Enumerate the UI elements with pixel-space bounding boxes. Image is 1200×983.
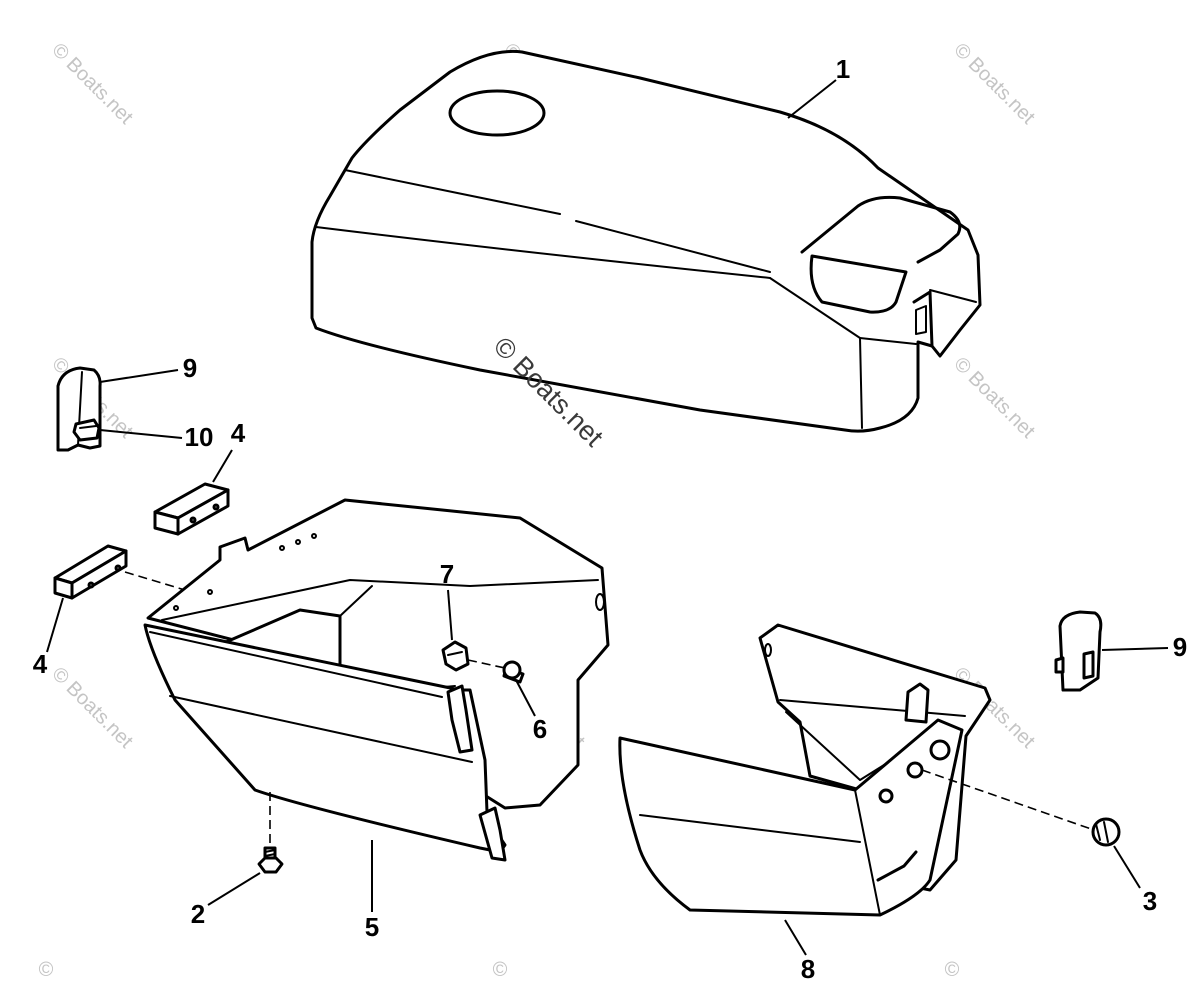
part-grommet-block-upper [153, 482, 230, 536]
callout-4-lower: 4 [33, 649, 48, 679]
part-clip [441, 640, 470, 672]
block-lower-side [70, 549, 128, 600]
part-latch-spring [72, 418, 101, 442]
block-lower-hole [114, 564, 122, 572]
watermark-partial: © [945, 959, 960, 981]
lower-left-mount-hole [295, 539, 301, 545]
lower-left-mount-hole [207, 589, 213, 595]
lower-right-front-face [618, 718, 964, 917]
top-cowl-rear-recess [800, 195, 962, 264]
part-top-cowl [310, 49, 982, 433]
callout-7: 7 [440, 559, 454, 589]
watermark: © Boats.net [949, 353, 1039, 443]
part-grommet-block-lower [53, 544, 128, 600]
top-cowl-notch [912, 290, 934, 348]
leader-line-2 [207, 872, 261, 906]
lower-left-mount-hole [279, 545, 285, 551]
callout-6: 6 [533, 714, 547, 744]
assembly-line-block [124, 571, 186, 591]
latch-right-tab [1054, 656, 1065, 674]
callout-10: 10 [185, 422, 214, 452]
top-cowl-upper-crease [575, 220, 771, 273]
part-lower-cowl-left [143, 498, 610, 862]
plug-rim [1095, 821, 1109, 843]
leader-line-8 [784, 919, 807, 956]
top-cowl-top-opening [448, 89, 546, 137]
watermark-partial: © [493, 959, 508, 981]
top-cowl-lower-edge [859, 337, 917, 345]
lower-left-mount-hole [173, 605, 179, 611]
callout-5: 5 [365, 912, 379, 942]
lower-right-side-hole [764, 643, 772, 657]
top-cowl-outline [310, 49, 982, 433]
leader-lines [46, 79, 1169, 956]
lower-right-bracket [904, 682, 930, 724]
lower-left-belt-line [169, 695, 473, 763]
lower-left-bracket [446, 684, 474, 754]
part-lower-cowl-right [618, 623, 992, 917]
leader-line-3 [1113, 845, 1141, 889]
top-cowl-rear-window [809, 254, 908, 314]
lower-left-inner-rim [161, 579, 599, 621]
watermark: © Boats.net [47, 39, 137, 129]
lower-right-front-rim [619, 737, 856, 791]
screw-clip-head [502, 660, 522, 680]
lower-left-mount-hole [311, 533, 317, 539]
part-latch-right [1054, 610, 1103, 692]
top-cowl-belt-line [315, 226, 771, 279]
screw-bottom-head [257, 856, 284, 874]
watermark: © Boats.net [47, 663, 137, 753]
block-upper-side [176, 488, 230, 536]
latch-spring-body [72, 418, 101, 442]
callout-1: 1 [836, 54, 850, 84]
block-upper-hole [212, 503, 220, 511]
lower-left-side-hole [595, 593, 605, 611]
latch-right-body [1058, 610, 1103, 692]
leader-line-10 [99, 429, 183, 439]
assembly-line-plug [921, 769, 1095, 831]
leader-line-4-upper [212, 449, 233, 483]
callout-8: 8 [801, 954, 815, 983]
leader-line-9-left [99, 369, 179, 383]
screw-bottom-thread [264, 849, 276, 857]
lower-right-inner-rim [779, 699, 966, 717]
lower-right-hole [929, 739, 951, 761]
callout-2: 2 [191, 899, 205, 929]
lower-right-hole [878, 788, 894, 804]
lower-right-hole [906, 761, 924, 779]
clip-fold [447, 651, 463, 656]
watermark: © Boats.net [949, 39, 1039, 129]
lower-left-front-rim [149, 631, 443, 698]
assembly-line-clip [467, 659, 506, 669]
lower-right-belt-line [639, 814, 861, 843]
lower-left-bottom-tab [478, 806, 507, 862]
lower-right-bottom-notch [876, 850, 918, 882]
block-upper-hole [189, 516, 197, 524]
clip-body [441, 640, 470, 672]
part-screw-bottom [257, 846, 284, 874]
leader-line-4-lower [46, 597, 64, 653]
latch-spring-detail [79, 425, 97, 429]
leader-line-6 [515, 679, 536, 717]
latch-right-slot [1082, 650, 1095, 680]
part-plug [1091, 817, 1121, 847]
block-lower-end [53, 576, 74, 600]
callout-4-upper: 4 [231, 418, 246, 448]
callouts: 1 9 10 4 4 7 6 9 3 2 5 8 [33, 54, 1187, 983]
leader-line-7 [447, 589, 453, 641]
callout-3: 3 [1143, 886, 1157, 916]
top-cowl-side-edge [929, 289, 977, 303]
lower-right-corner-edge [854, 789, 881, 916]
part-screw-clip [502, 660, 525, 684]
callout-9-left: 9 [183, 353, 197, 383]
leader-line-1 [787, 79, 837, 119]
leader-line-9-right [1101, 647, 1169, 651]
top-cowl-upper-crease [344, 169, 561, 215]
top-cowl-notch-tab [915, 305, 927, 335]
callout-9-right: 9 [1173, 632, 1187, 662]
block-lower-hole [87, 581, 95, 589]
watermark-partial: © [39, 959, 54, 981]
